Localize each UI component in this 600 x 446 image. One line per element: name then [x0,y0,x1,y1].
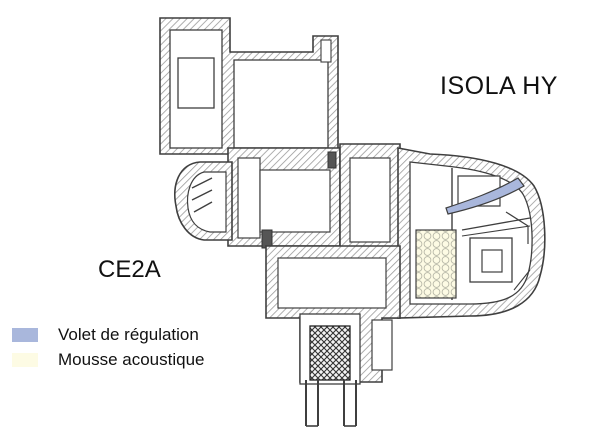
upper-frame-profile [159,17,339,155]
glazing-pane [309,325,351,381]
inner-nose-piece [174,161,233,241]
acoustic-foam-shape [415,229,457,299]
legend-swatch-acoustic-foam [12,353,38,367]
lower-frame-profile [265,245,401,427]
isola-hy-vent-unit [397,147,546,319]
legend-label: Volet de régulation [58,325,199,344]
isola-hy-label: ISOLA HY [440,72,558,100]
legend-item-acoustic-foam: Mousse acoustique [12,349,204,371]
regulation-flap-shape [445,177,525,215]
legend-swatch-regulation-flap [12,328,38,342]
middle-sash-profile [227,147,341,249]
legend-label: Mousse acoustique [58,350,205,369]
legend-item-regulation-flap: Volet de régulation [12,324,199,346]
ce2a-label: CE2A [98,256,161,283]
